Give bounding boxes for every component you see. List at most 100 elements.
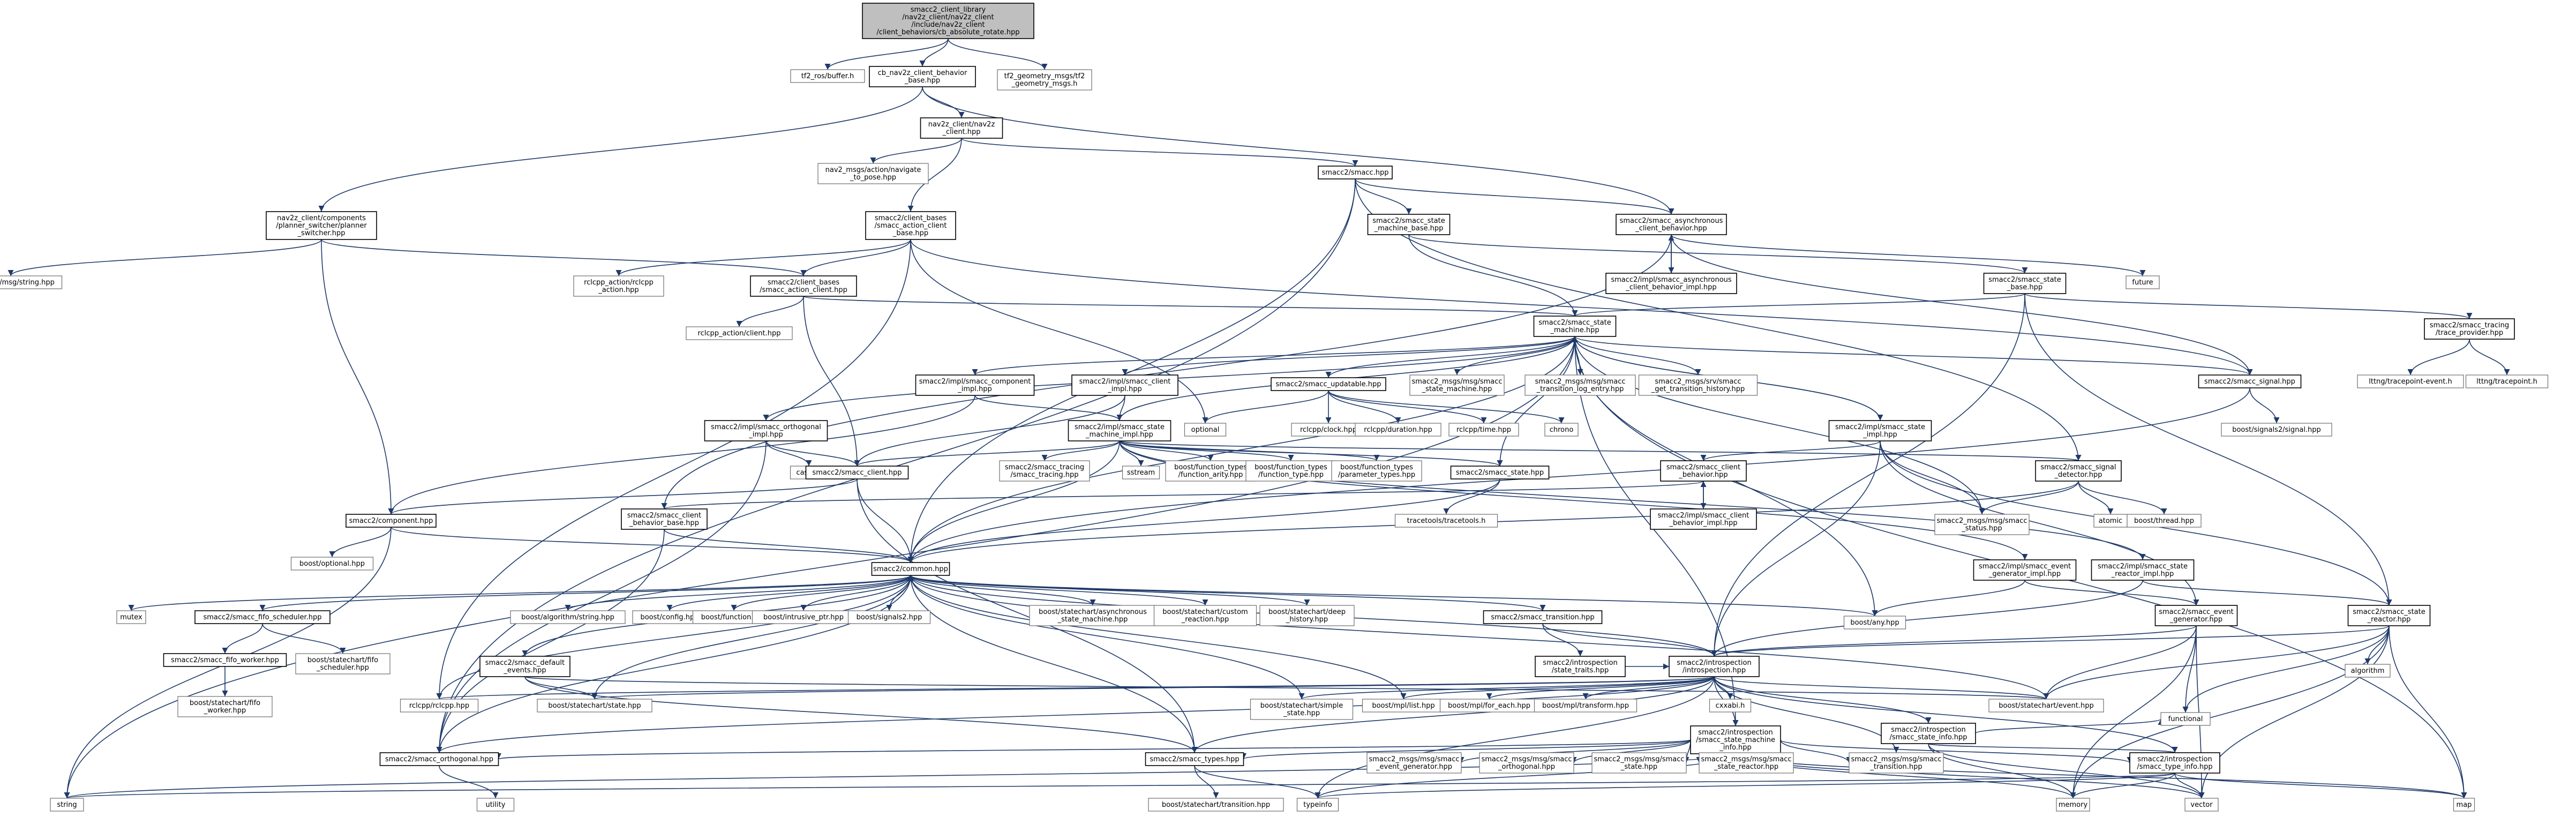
- node-label: _events.hpp: [503, 666, 546, 674]
- node-fifo-sched-sc: boost/statechart/fifo_scheduler.hpp: [295, 653, 390, 674]
- node-label: rclcpp/time.hpp: [1456, 426, 1511, 434]
- node-label: /smacc_state_machine: [1696, 736, 1775, 744]
- node-box: [1271, 377, 1386, 391]
- node-rclcpp-time: rclcpp/time.hpp: [1448, 423, 1519, 437]
- node-label: _action.hpp: [598, 286, 639, 294]
- edge-state-reactor-to-introspection: [1711, 625, 2390, 657]
- node-label: cb_nav2z_client_behavior: [878, 69, 967, 77]
- node-label: _get_transition_history.hpp: [1651, 385, 1745, 393]
- edge-smacc-orthogonal-to-common: [439, 575, 914, 753]
- node-signal-detector: smacc2/smacc_signal_detector.hpp: [2035, 460, 2122, 482]
- node-label: smacc2/common.hpp: [873, 565, 948, 573]
- node-async-impl: smacc2/impl/smacc_asynchronous_client_be…: [1605, 273, 1737, 294]
- node-box: [865, 211, 956, 240]
- node-functional: functional: [2160, 712, 2211, 726]
- node-label: _to_pose.hpp: [850, 174, 896, 182]
- node-label: _state_machine.hpp: [1057, 616, 1128, 624]
- node-mpl-for-each: boost/mpl/for_each.hpp: [1439, 699, 1539, 713]
- edge-state-machine-to-get-history: [1574, 336, 1701, 376]
- node-client-bases-base: smacc2/client_bases/smacc_action_client_…: [865, 211, 956, 240]
- node-box: [510, 610, 626, 624]
- node-common: smacc2/common.hpp: [871, 562, 950, 576]
- node-label: smacc2/smacc_state: [1538, 319, 1611, 327]
- edge-sm-info-to-smacc-types: [1241, 739, 1691, 760]
- edge-nav2z-client-to-smacc-hpp: [961, 138, 1358, 167]
- node-label: _transition_log_entry.hpp: [1536, 385, 1624, 393]
- node-event-gen-impl: smacc2/impl/smacc_event_generator_impl.h…: [1973, 559, 2077, 581]
- node-box: [999, 460, 1090, 482]
- node-label: /smacc_action_client: [875, 222, 947, 230]
- edge-orthogonal-impl-to-smacc-client: [765, 440, 860, 467]
- node-label: smacc2/smacc_client: [1666, 463, 1740, 471]
- node-label: tf2_geometry_msgs/tf2: [1004, 72, 1085, 80]
- node-box: [379, 752, 499, 766]
- node-label: smacc2_msgs/msg/smacc: [1411, 378, 1502, 386]
- node-label: string: [57, 801, 77, 809]
- node-label: boost/statechart/transition.hpp: [1162, 801, 1270, 809]
- edge-default-events-to-sc-event: [524, 676, 2049, 700]
- node-box: [1366, 752, 1462, 774]
- edge-smacc-transition-to-introspection: [1542, 623, 1717, 657]
- node-label: smacc2/smacc_state.hpp: [1456, 469, 1544, 477]
- node-mpl-list: boost/mpl/list.hpp: [1362, 699, 1445, 713]
- node-label: _impl.hpp: [748, 431, 783, 439]
- edge-sm-info-to-msg-orthogonal: [1571, 739, 1691, 763]
- edge-sm-info-to-msg-event-gen: [1458, 739, 1691, 763]
- edge-event-generator-to-memory: [2070, 625, 2197, 799]
- node-label: boost/statechart/simple: [1260, 702, 1343, 710]
- node-box: [1591, 752, 1687, 774]
- edge-cb-base-to-planner-switcher: [318, 86, 923, 212]
- node-label: future: [2132, 279, 2153, 287]
- edge-tracing-to-lttng-tp: [2469, 339, 2510, 376]
- node-label: boost/statechart/state.hpp: [548, 702, 641, 710]
- node-label: _machine_base.hpp: [1374, 224, 1444, 233]
- edge-default-events-to-sc-state: [524, 676, 598, 700]
- node-label: rclcpp_action/client.hpp: [698, 329, 781, 338]
- node-rclcpp-duration: rclcpp/duration.hpp: [1355, 423, 1441, 437]
- node-box: [1165, 460, 1256, 482]
- node-box: [1881, 723, 1976, 744]
- node-box: [1669, 656, 1760, 677]
- node-label: _state.hpp: [1620, 763, 1657, 771]
- node-sc-event: boost/statechart/event.hpp: [1988, 699, 2104, 713]
- node-label: _status.hpp: [1961, 524, 2002, 533]
- node-label: smacc2_client_library: [911, 6, 986, 14]
- node-label: smacc2/smacc_transition.hpp: [1491, 613, 1594, 621]
- node-box: [920, 117, 1003, 139]
- edge-sm-impl-to-tracing-tracing: [1041, 440, 1120, 461]
- node-label: boost/signals2.hpp: [857, 613, 922, 621]
- edge-client-bases-base-to-action-client: [800, 239, 911, 276]
- node-label: boost/any.hpp: [1850, 619, 1899, 627]
- node-sm-info: smacc2/introspection/smacc_state_machine…: [1690, 725, 1781, 754]
- node-label: /function_type.hpp: [1258, 471, 1324, 479]
- edge-common-to-boost-function: [731, 575, 911, 611]
- node-std-string: std_msgs/msg/string.hpp: [0, 275, 63, 289]
- edge-nav2z-client-to-client-bases-base: [907, 138, 962, 212]
- edge-fifo-scheduler-to-fifo-worker: [222, 623, 263, 654]
- node-box: [346, 514, 437, 528]
- edge-state-impl-to-status-msg: [1880, 440, 1985, 515]
- node-label: _machine.hpp: [1550, 326, 1599, 334]
- node-updatable: smacc2/smacc_updatable.hpp: [1271, 377, 1386, 391]
- edge-action-client-to-state-machine: [803, 296, 1578, 317]
- node-label: smacc2/smacc_signal.hpp: [2204, 378, 2295, 386]
- edge-orthogonal-impl-to-smacc-orthogonal: [436, 440, 767, 753]
- node-label: _reactor_impl.hpp: [2111, 570, 2174, 578]
- edge-smacc-types-to-typeinfo: [1194, 765, 1321, 799]
- edge-state-info-to-type-info: [1928, 743, 2177, 753]
- node-boost-signals2-signal: boost/signals2/signal.hpp: [2221, 423, 2332, 437]
- node-label: boost/statechart/asynchronous: [1039, 608, 1147, 616]
- node-label: smacc2/smacc_signal: [2040, 463, 2116, 471]
- node-label: tracetools/tracetools.h: [1407, 517, 1486, 525]
- node-label: /include/nav2z_client: [911, 21, 985, 29]
- node-label: /smacc_action_client.hpp: [760, 286, 847, 294]
- edge-common-to-custom-reaction: [910, 575, 1208, 606]
- edge-async-cb-to-signal: [1671, 234, 2253, 376]
- edge-smacc-client-to-common: [857, 478, 914, 563]
- node-label: boost/mpl/transform.hpp: [1542, 702, 1629, 710]
- node-tracetools: tracetools/tracetools.h: [1394, 514, 1498, 528]
- node-async-sm: boost/statechart/asynchronous_state_mach…: [1029, 605, 1156, 626]
- node-state-reactor: smacc2/smacc_state_reactor.hpp: [2347, 605, 2431, 626]
- edge-type-info-to-memory: [2070, 773, 2175, 799]
